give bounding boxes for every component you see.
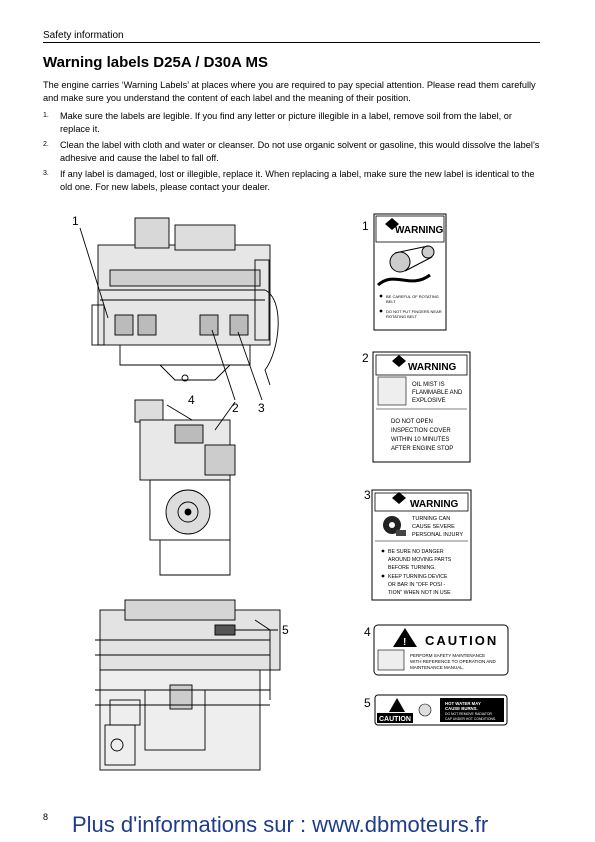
item-number: 1. — [43, 112, 49, 119]
label-heading: CAUTION — [425, 633, 498, 648]
warning-label-1: 1 WARNING BE CAREFUL OF ROTATING BELT DO… — [362, 213, 447, 331]
label-text: HOT WATER MAY — [445, 701, 481, 706]
label-text: DO NOT OPEN — [391, 419, 433, 425]
label-text: CAP UNDER HOT CONDITIONS. — [445, 717, 496, 721]
label-number: 4 — [364, 625, 371, 639]
label-text: PERSONAL INJURY — [412, 532, 463, 538]
label-heading: WARNING — [395, 225, 444, 236]
callout-1: 1 — [72, 214, 79, 228]
label-text: TION" WHEN NOT IN USE — [388, 590, 451, 596]
gear-hand-icon — [383, 516, 406, 536]
radiator-cap-icon — [418, 703, 432, 717]
page-number: 8 — [43, 812, 49, 822]
label-heading: WARNING — [410, 499, 459, 510]
label-text: MAINTENANCE MANUAL. — [410, 665, 464, 670]
engine-front-view — [134, 399, 236, 576]
caution-label-5: 5 CAUTION HOT WATER MAY CAUSE BURNS. DO … — [364, 694, 508, 726]
label-number: 5 — [364, 696, 371, 710]
warning-diamond-icon — [385, 218, 399, 230]
callout-2: 2 — [232, 401, 239, 415]
label-text: OR BAR IN "OFF POSI - — [388, 582, 445, 588]
warning-label-3: 3 WARNING TURNING CAN CAUSE SEVERE PERSO… — [364, 488, 472, 601]
callout-3: 3 — [258, 401, 265, 415]
rotating-belt-icon — [377, 245, 435, 287]
label-text: EXPLOSIVE — [412, 398, 446, 404]
label-text: DO NOT PUT FINGERS NEAR — [386, 309, 442, 314]
label-heading: WARNING — [408, 362, 457, 373]
label-text: CAUSE SEVERE — [412, 524, 455, 530]
label-text: INSPECTION COVER — [391, 428, 451, 434]
label-text: ROTATING BELT — [386, 314, 417, 319]
label-text: CAUSE BURNS. — [445, 706, 478, 711]
footer-link[interactable]: Plus d'informations sur : www.dbmoteurs.… — [72, 812, 489, 837]
page-title: Warning labels D25A / D30A MS — [43, 54, 269, 71]
label-text: DO NOT REMOVE RADIATOR — [445, 712, 492, 716]
label-number: 1 — [362, 219, 369, 233]
label-text: WITHIN 10 MINUTES — [391, 437, 449, 443]
label-text: PERFORM SAFETY MAINTENANCE — [410, 653, 485, 658]
label-number: 2 — [362, 351, 369, 365]
list-item: 2. Clean the label with cloth and water … — [43, 139, 540, 164]
label-text: KEEP TURNING DEVICE — [388, 574, 448, 580]
label-text: WITH REFERENCE TO OPERATION AND — [410, 659, 497, 664]
label-text: BE CAREFUL OF ROTATING — [386, 294, 439, 299]
label-heading: CAUTION — [379, 716, 411, 723]
instruction-list: 1. Make sure the labels are legible. If … — [43, 110, 540, 197]
svg-text:!: ! — [403, 637, 406, 648]
callout-5: 5 — [282, 623, 289, 637]
item-number: 2. — [43, 141, 49, 148]
header-rule — [43, 42, 540, 43]
explosion-icon — [377, 376, 407, 406]
label-text: AFTER ENGINE STOP — [391, 446, 453, 452]
item-number: 3. — [43, 170, 49, 177]
engine-side-view — [79, 217, 279, 401]
warning-diamond-icon — [392, 355, 406, 367]
running-header: Safety information — [43, 30, 124, 41]
caution-label-4: 4 ! CAUTION PERFORM SAFETY MAINTENANCE W… — [364, 624, 509, 676]
engine-rear-view — [95, 599, 281, 771]
item-text: Clean the label with cloth and water or … — [60, 140, 540, 163]
list-item: 3. If any label is damaged, lost or ille… — [43, 168, 540, 193]
label-text: AROUND MOVING PARTS — [388, 557, 452, 563]
label-text: TURNING CAN — [412, 516, 450, 522]
list-item: 1. Make sure the labels are legible. If … — [43, 110, 540, 135]
label-text: BE SURE NO DANGER — [388, 549, 444, 555]
callout-4: 4 — [188, 393, 195, 407]
warning-diamond-icon — [392, 492, 406, 504]
label-text: OIL MIST IS — [412, 382, 445, 388]
item-text: Make sure the labels are legible. If you… — [60, 111, 512, 134]
label-text: BEFORE TURNING. — [388, 565, 436, 571]
label-number: 3 — [364, 488, 371, 502]
warning-label-2: 2 WARNING OIL MIST IS FLAMMABLE AND EXPL… — [362, 351, 471, 463]
label-text: FLAMMABLE AND — [412, 390, 463, 396]
caution-triangle-icon — [393, 628, 417, 647]
manual-book-icon — [377, 649, 405, 671]
label-text: BELT — [386, 299, 396, 304]
intro-paragraph: The engine carries ‘Warning Labels’ at p… — [43, 80, 536, 103]
caution-triangle-icon — [389, 698, 405, 712]
item-text: If any label is damaged, lost or illegib… — [60, 169, 535, 192]
